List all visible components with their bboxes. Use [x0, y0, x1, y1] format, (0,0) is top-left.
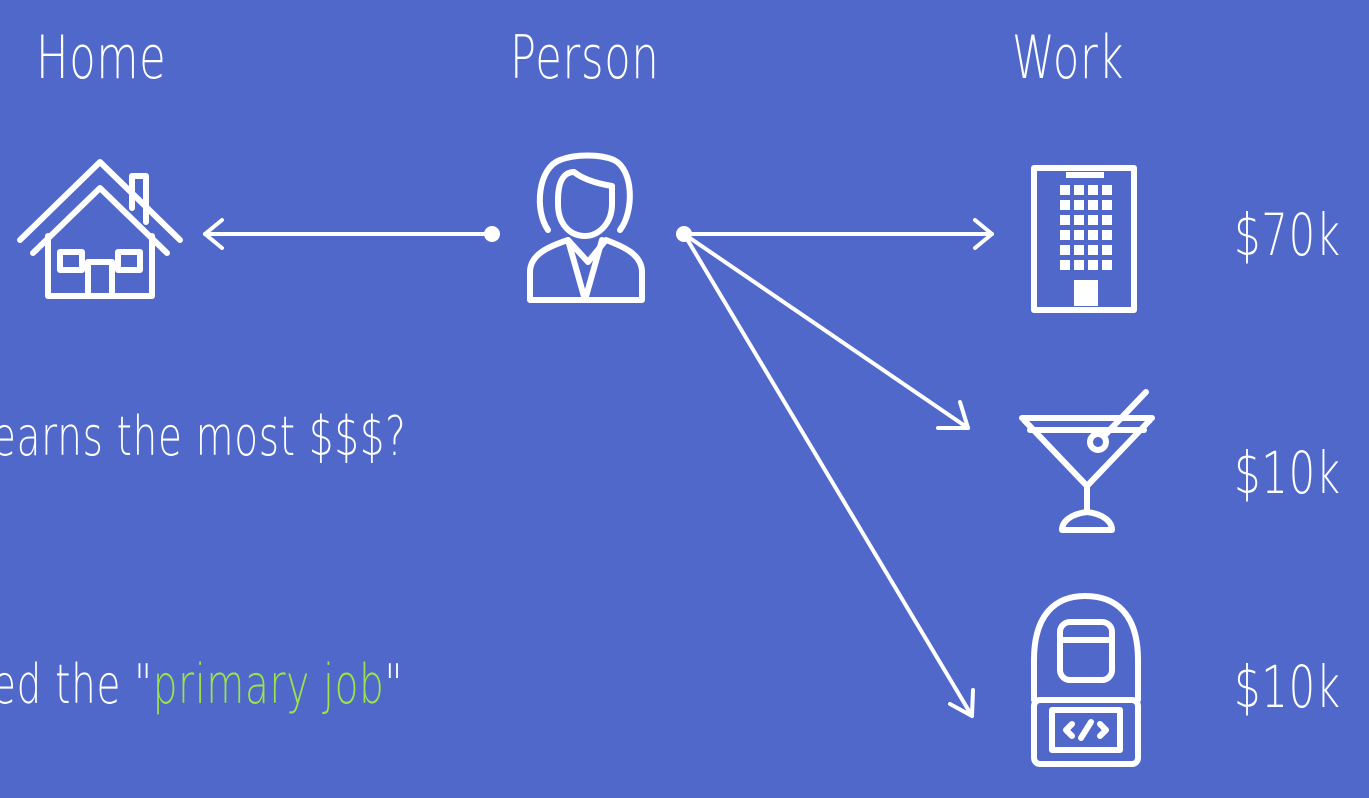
primary-job-suffix: " [384, 653, 404, 716]
work-connector-dot [676, 226, 692, 242]
developer-laptop-icon [1031, 593, 1141, 767]
arrow-to-bar [682, 232, 970, 430]
cocktail-glass-icon [1019, 389, 1155, 533]
home-connector-dot [484, 226, 500, 242]
home-heading: Home [36, 23, 167, 93]
arrowhead-home [203, 218, 224, 250]
salary-office: $70k [1234, 201, 1341, 269]
question-text: earns the most $$$? [0, 405, 407, 468]
connector-arrows [203, 218, 994, 718]
arrowhead-bar [936, 400, 970, 430]
primary-job-text: ed the "primary job" [0, 658, 403, 712]
arrowhead-office [973, 218, 994, 250]
arrow-to-freelance [682, 232, 974, 718]
primary-job-prefix: ed the " [0, 653, 153, 716]
salary-bar: $10k [1234, 439, 1341, 507]
person-icon [527, 152, 645, 303]
house-icon [17, 159, 183, 299]
person-heading: Person [510, 23, 660, 93]
primary-job-highlight: primary job [152, 653, 385, 716]
work-heading: Work [1012, 23, 1125, 93]
salary-freelance: $10k [1234, 653, 1341, 721]
office-building-icon [1031, 165, 1137, 313]
arrowhead-freelance [948, 688, 975, 718]
